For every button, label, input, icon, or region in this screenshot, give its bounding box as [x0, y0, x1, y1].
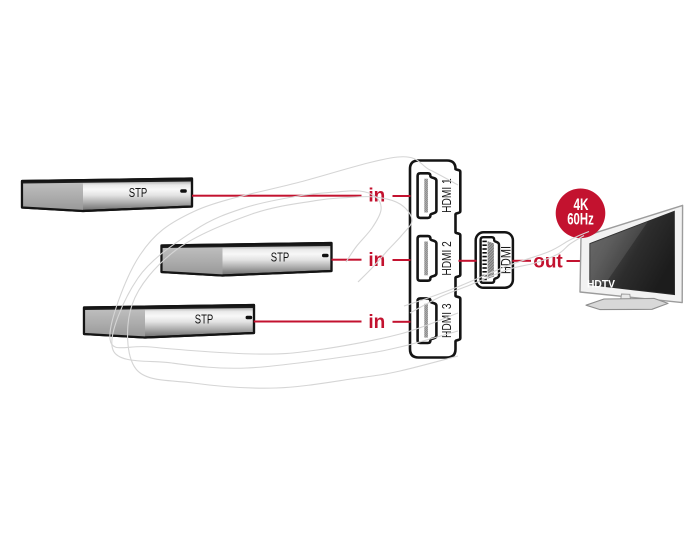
svg-text:in: in — [368, 250, 385, 271]
svg-text:HDMI 2: HDMI 2 — [439, 241, 454, 276]
svg-text:STP: STP — [129, 185, 148, 200]
svg-text:out: out — [533, 251, 563, 272]
svg-text:in: in — [368, 312, 385, 333]
svg-text:HDMI 1: HDMI 1 — [439, 178, 454, 213]
svg-text:HDTV: HDTV — [587, 279, 616, 291]
svg-text:in: in — [368, 185, 385, 206]
svg-text:4K: 4K — [574, 196, 589, 214]
svg-text:HDMI 3: HDMI 3 — [439, 303, 454, 338]
svg-text:60Hz: 60Hz — [567, 210, 594, 228]
svg-text:STP: STP — [271, 250, 290, 265]
svg-text:HDMI: HDMI — [499, 246, 514, 274]
svg-text:STP: STP — [195, 312, 214, 327]
